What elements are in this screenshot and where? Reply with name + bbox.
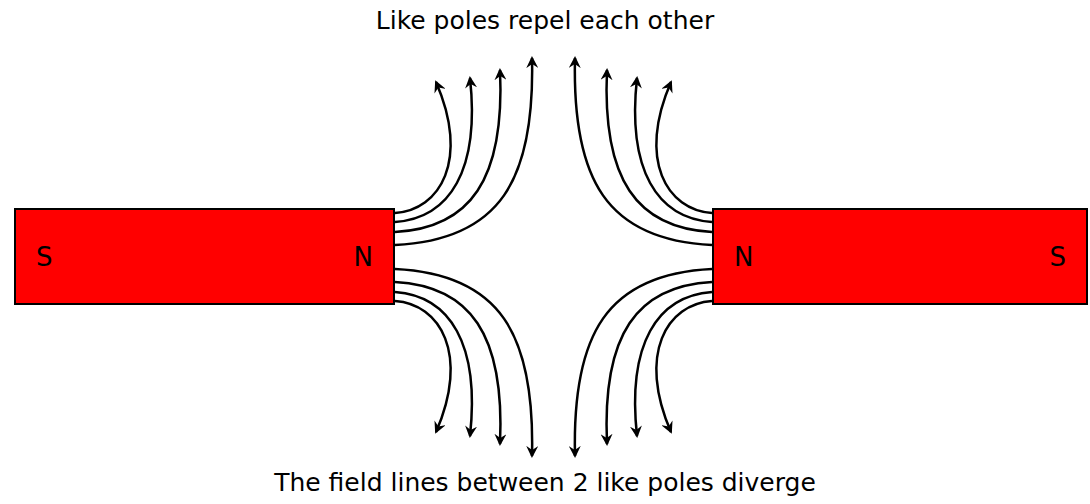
caption: The field lines between 2 like poles div… <box>0 468 1090 498</box>
field-line <box>635 292 712 436</box>
field-line <box>395 82 451 213</box>
field-line <box>395 282 500 444</box>
pole-label: N <box>734 244 753 270</box>
field-line <box>395 70 500 232</box>
title: Like poles repel each other <box>0 6 1090 36</box>
field-line <box>395 78 472 222</box>
bar-magnet: NS <box>712 208 1088 305</box>
pole-label: S <box>36 244 53 270</box>
field-line <box>575 269 712 456</box>
bar-magnet: SN <box>14 208 395 305</box>
field-line <box>607 282 712 444</box>
pole-label: N <box>354 244 373 270</box>
field-line <box>395 292 472 436</box>
field-line <box>607 70 712 232</box>
field-line <box>656 301 712 432</box>
field-line <box>395 269 532 456</box>
pole-label: S <box>1049 244 1066 270</box>
field-line <box>656 82 712 213</box>
field-line <box>635 78 712 222</box>
field-line <box>395 301 451 432</box>
field-line <box>575 58 712 245</box>
field-line <box>395 58 532 245</box>
